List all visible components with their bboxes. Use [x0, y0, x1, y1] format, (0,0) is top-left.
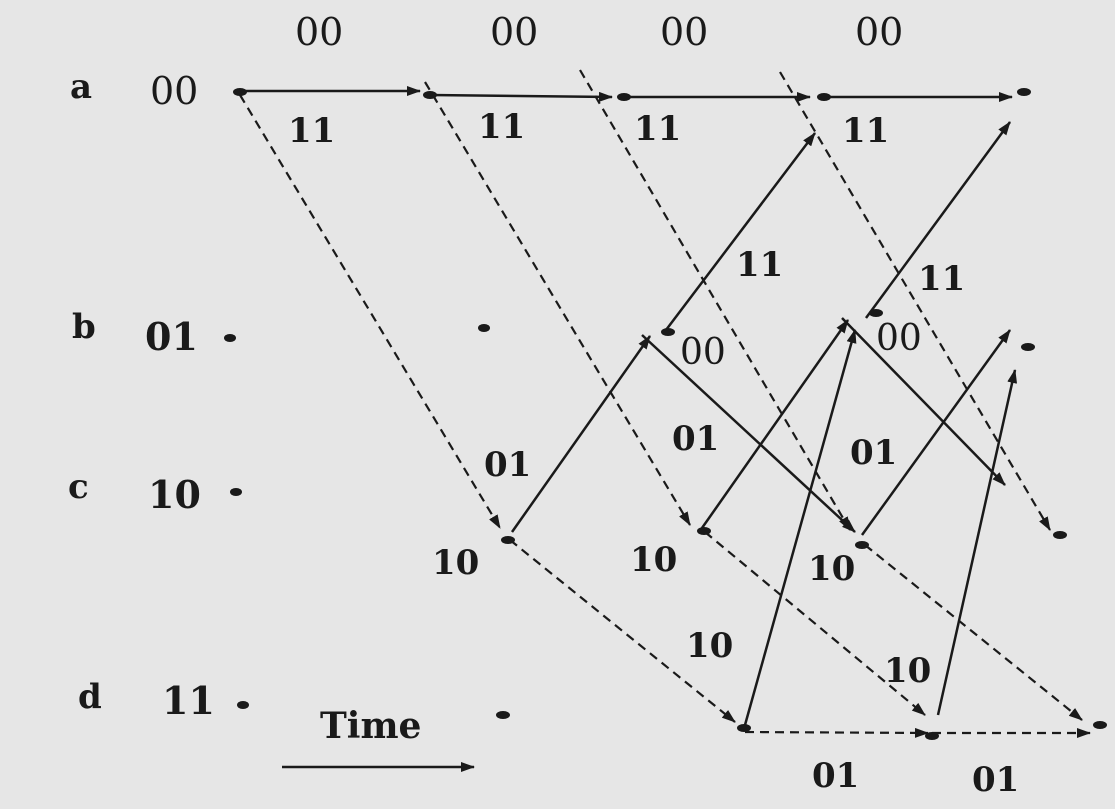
node-a0 [233, 88, 247, 96]
node-d0 [237, 701, 249, 709]
node-b0 [224, 334, 236, 342]
edge-d-b [743, 329, 857, 726]
edge-b-a [665, 132, 816, 331]
node-c4 [1053, 531, 1067, 539]
edge-d-b [936, 369, 1018, 716]
edge-c-b [860, 329, 1012, 536]
state-letter-d: d [78, 677, 102, 717]
edge-c-b [510, 335, 652, 533]
node-c1 [501, 536, 515, 544]
state-code-b: 01 [145, 314, 198, 359]
node-b2 [661, 328, 675, 336]
top-output-label: 00 [295, 10, 343, 54]
branch-label: 01 [484, 445, 531, 485]
branch-label: 10 [686, 626, 733, 666]
branch-label: 10 [432, 543, 479, 583]
edge-c-b [700, 319, 850, 529]
branch-label: 01 [972, 760, 1019, 800]
edge-c-d [509, 539, 736, 723]
edge-a-c [239, 94, 501, 529]
node-c0 [230, 488, 242, 496]
node-a1 [423, 91, 437, 99]
node-a2 [617, 93, 631, 101]
edge-a-c [779, 71, 1051, 531]
node-c2 [697, 527, 711, 535]
edge-a-a [429, 91, 613, 102]
branch-label: 10 [808, 549, 855, 589]
node-a4 [1017, 88, 1031, 96]
edge-b-c [841, 317, 1006, 486]
time-label: Time [320, 705, 421, 747]
top-output-label: 00 [490, 10, 538, 54]
branch-label: 01 [672, 419, 719, 459]
state-code-d: 11 [162, 678, 215, 723]
edge-a-c [424, 81, 691, 526]
node-c3 [855, 541, 869, 549]
node-b4 [1021, 343, 1035, 351]
state-letter-a: a [70, 67, 92, 107]
edge-d-d [744, 727, 929, 738]
edge-c-d [864, 544, 1083, 721]
branch-label: 11 [288, 111, 335, 151]
branch-label: 00 [876, 318, 922, 359]
edge-b-a [864, 121, 1012, 319]
node-a3 [817, 93, 831, 101]
branch-label: 10 [630, 540, 677, 580]
node-b3 [869, 309, 883, 317]
node-d4 [1093, 721, 1107, 729]
node-d3 [925, 732, 939, 740]
branch-label: 01 [850, 433, 897, 473]
state-letter-c: c [68, 467, 89, 507]
state-code-c: 10 [148, 472, 201, 517]
node-d2 [737, 724, 751, 732]
top-output-label: 00 [660, 10, 708, 54]
state-code-a: 00 [150, 69, 198, 113]
edge-b-c [641, 334, 856, 533]
top-output-label: 00 [855, 10, 903, 54]
branch-label: 11 [634, 109, 681, 149]
edge-c-d [704, 531, 926, 716]
branch-label: 10 [884, 651, 931, 691]
state-letter-b: b [72, 307, 96, 347]
branch-label: 11 [736, 245, 783, 285]
branch-label: 11 [478, 107, 525, 147]
branch-label: 01 [812, 756, 859, 796]
branch-label: 11 [918, 259, 965, 299]
branch-label: 00 [680, 332, 726, 373]
node-d1 [496, 711, 510, 719]
branch-label: 11 [842, 111, 889, 151]
node-b1 [478, 324, 490, 332]
